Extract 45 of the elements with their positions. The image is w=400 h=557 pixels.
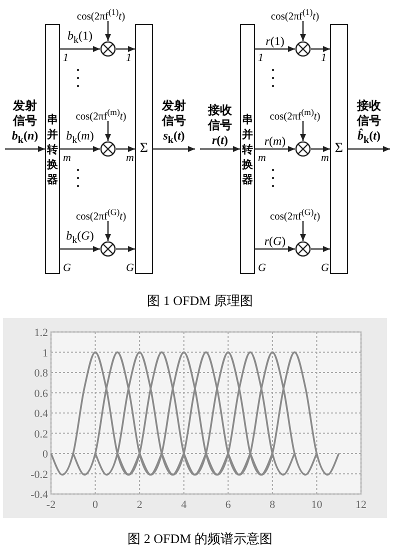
port-label: 1: [63, 52, 68, 64]
tick-label: -0.2: [30, 468, 48, 481]
port-label: G: [258, 262, 266, 274]
tick-label: 2: [136, 499, 142, 511]
figure-caption: 图 2 OFDM 的频谱示意图: [128, 530, 272, 548]
port-label: m: [126, 152, 134, 164]
port-label: m: [63, 152, 71, 164]
edge-label: r(G): [264, 234, 286, 248]
tick-label: -0.4: [30, 489, 48, 501]
tick-label: 12: [356, 499, 366, 511]
tick-label: 0: [92, 499, 98, 511]
figure-caption: 图 1 OFDM 原理图: [147, 292, 253, 310]
tick-label: 0.8: [34, 368, 48, 380]
signal-label: 发射信号 b$_{k}$(n): [10, 98, 40, 148]
port-label: G: [321, 262, 329, 274]
edge-label: b$_{k}$(1): [68, 28, 92, 48]
tick-label: 0.6: [34, 388, 48, 400]
tick-label: 0.2: [34, 428, 48, 440]
tick-label: 10: [311, 499, 322, 511]
port-label: 1: [321, 52, 326, 64]
tick-label: 8: [270, 499, 276, 511]
sum-symbol: Σ: [140, 141, 148, 157]
port-label: m: [321, 152, 329, 164]
tick-label: -2: [46, 499, 56, 511]
converter-text: 串并转换器: [46, 112, 58, 186]
port-label: 1: [126, 52, 132, 64]
port-label: G: [63, 262, 71, 274]
port-label: 1: [258, 52, 264, 64]
edge-label: b$_{k}$(m): [66, 128, 94, 148]
sum-symbol: Σ: [334, 141, 344, 157]
port-label: m: [258, 152, 266, 164]
tick-label: 1: [42, 347, 48, 360]
signal-label: 发射信号 s$_{k}$(t): [160, 98, 187, 148]
converter-text: 串并转换器: [242, 112, 254, 186]
tick-label: 4: [181, 499, 187, 511]
signal-label: 接收信号 b̂$_{k}$(t): [356, 98, 382, 148]
edge-label: b$_{k}$(G): [66, 228, 94, 248]
signal-label: 接收信号 r(t): [206, 103, 233, 148]
tick-label: 6: [225, 499, 231, 511]
tick-label: 0.4: [34, 408, 48, 420]
edge-label: r(1): [266, 34, 284, 48]
tick-label: 1.2: [34, 327, 48, 339]
tick-label: 0: [42, 448, 48, 460]
edge-label: r(m): [264, 134, 286, 148]
port-label: G: [126, 262, 134, 274]
